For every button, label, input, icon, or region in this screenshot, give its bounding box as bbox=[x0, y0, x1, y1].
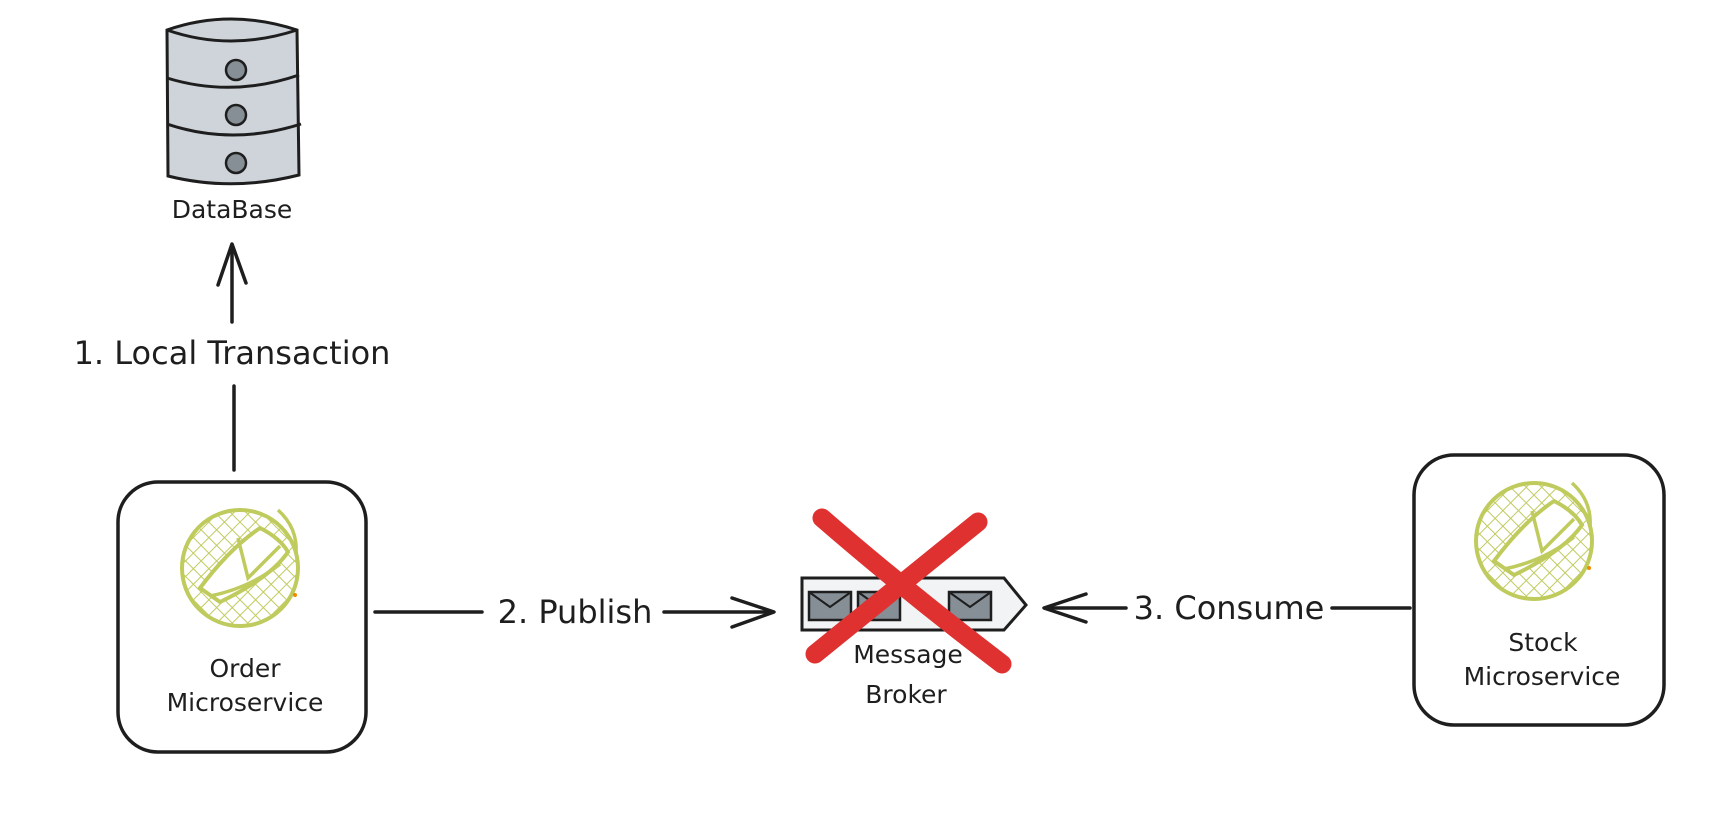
message-broker-label-line1: Message bbox=[853, 640, 963, 669]
service-logo-icon bbox=[1474, 481, 1594, 601]
arrow-up-icon bbox=[216, 242, 248, 287]
stock-microservice-label-line1: Stock bbox=[1508, 628, 1578, 657]
publish-edge[interactable]: 2. Publish bbox=[373, 593, 776, 631]
local-transaction-edge[interactable]: 1. Local Transaction bbox=[74, 242, 391, 472]
arrow-right-icon bbox=[730, 596, 776, 629]
consume-edge[interactable]: 3. Consume bbox=[1042, 589, 1412, 627]
stock-microservice-label-line2: Microservice bbox=[1464, 662, 1621, 691]
service-logo-icon bbox=[180, 508, 300, 628]
local-transaction-label: 1. Local Transaction bbox=[74, 334, 391, 372]
arrow-left-icon bbox=[1042, 592, 1088, 624]
order-microservice-label-line2: Microservice bbox=[167, 688, 324, 717]
publish-label: 2. Publish bbox=[498, 593, 653, 631]
database-node[interactable]: DataBase bbox=[165, 17, 302, 224]
database-icon bbox=[165, 17, 302, 186]
database-label: DataBase bbox=[172, 195, 293, 224]
order-microservice-node[interactable]: Order Microservice bbox=[116, 480, 368, 754]
failure-x-icon bbox=[805, 508, 1012, 674]
message-broker-node[interactable]: Message Broker bbox=[800, 508, 1028, 709]
consume-label: 3. Consume bbox=[1134, 589, 1325, 627]
stock-microservice-node[interactable]: Stock Microservice bbox=[1412, 453, 1666, 727]
order-microservice-label-line1: Order bbox=[209, 654, 281, 683]
message-broker-label-line2: Broker bbox=[865, 680, 947, 709]
